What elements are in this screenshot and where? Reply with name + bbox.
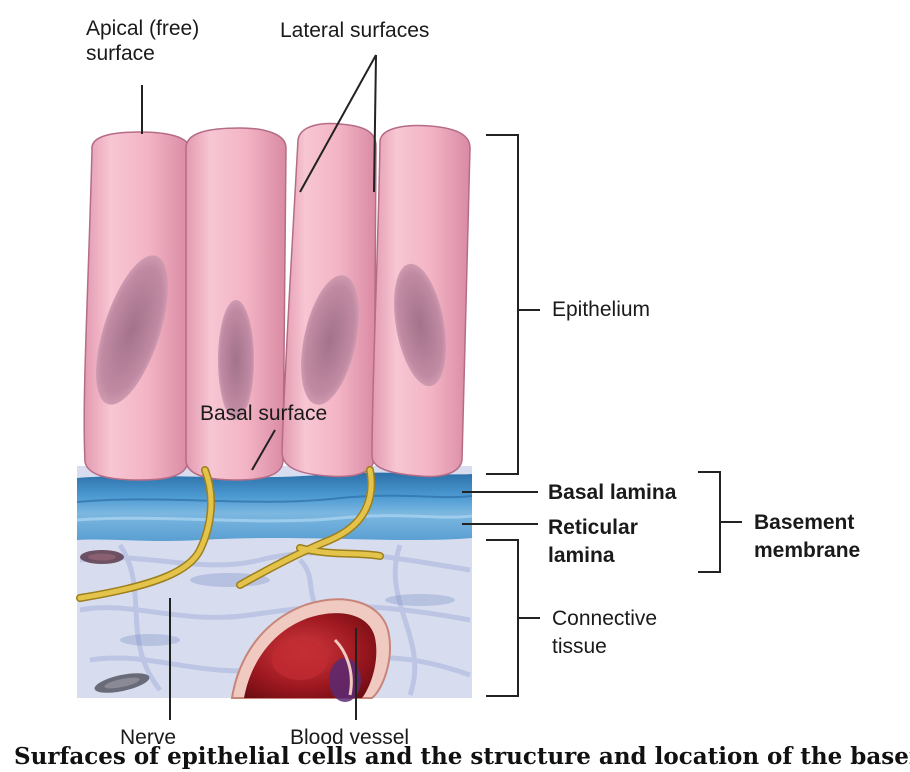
- connective-tissue-label: Connective tissue: [552, 607, 658, 658]
- basement-membrane-layer: [76, 472, 473, 541]
- fibroblast-cell: [80, 550, 124, 564]
- epithelial-cell: [185, 127, 287, 481]
- lateral-leader-left: [299, 54, 377, 193]
- nerve-fiber: [76, 466, 384, 602]
- basement-membrane-label: Basement membrane: [754, 511, 861, 562]
- epithelium-bracket: [486, 134, 540, 475]
- blood-vessel-label: Blood vessel: [290, 726, 410, 749]
- lateral-leader-right: [373, 54, 377, 193]
- basal-surface-leader: [251, 429, 276, 471]
- basement-membrane-bracket: [698, 471, 742, 573]
- lateral-surfaces-label: Lateral surfaces: [280, 19, 430, 42]
- leader-lines: [141, 54, 538, 720]
- nerve-label: Nerve: [120, 726, 177, 749]
- epithelial-cell: [281, 122, 377, 478]
- apical-surface-label: Apical (free) surface: [86, 17, 200, 65]
- epithelium-label: Epithelium: [552, 298, 651, 321]
- epithelial-cell: [371, 124, 471, 478]
- fibroblast-cell: [94, 673, 150, 693]
- basal-lamina-label: Basal lamina: [548, 481, 677, 504]
- figure-caption: Surfaces of epithelial cells and the str…: [14, 743, 910, 770]
- blood-vessel: [230, 598, 391, 702]
- basal-surface-label: Basal surface: [200, 402, 328, 425]
- reticular-lamina-label: Reticular lamina: [548, 516, 638, 567]
- epithelial-cell: [83, 131, 191, 481]
- connective-tissue-bracket: [486, 539, 540, 697]
